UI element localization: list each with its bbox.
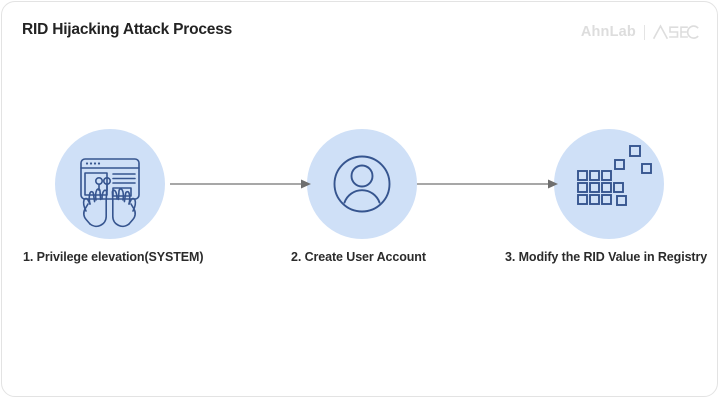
logo-asec-mark [653,24,699,40]
logo-divider [644,24,645,40]
hands-typing-on-settings-window-icon [80,158,140,228]
logo-ahnlab-text: AhnLab [580,24,636,40]
user-account-circle-icon [333,155,391,213]
step-1-caption: 1. Privilege elevation(SYSTEM) [23,250,204,264]
step-1-icon-circle [55,129,165,239]
connector-arrow-2 [417,178,559,190]
brand-logo: AhnLab [581,24,699,40]
connector-arrow-1 [170,178,312,190]
page-title: RID Hijacking Attack Process [22,21,233,38]
step-3-icon-circle [554,129,664,239]
step-2-icon-circle [307,129,417,239]
step-3-caption: 3. Modify the RID Value in Registry [505,250,708,264]
registry-squares-grid-icon [577,145,652,206]
step-2-caption: 2. Create User Account [291,250,426,264]
